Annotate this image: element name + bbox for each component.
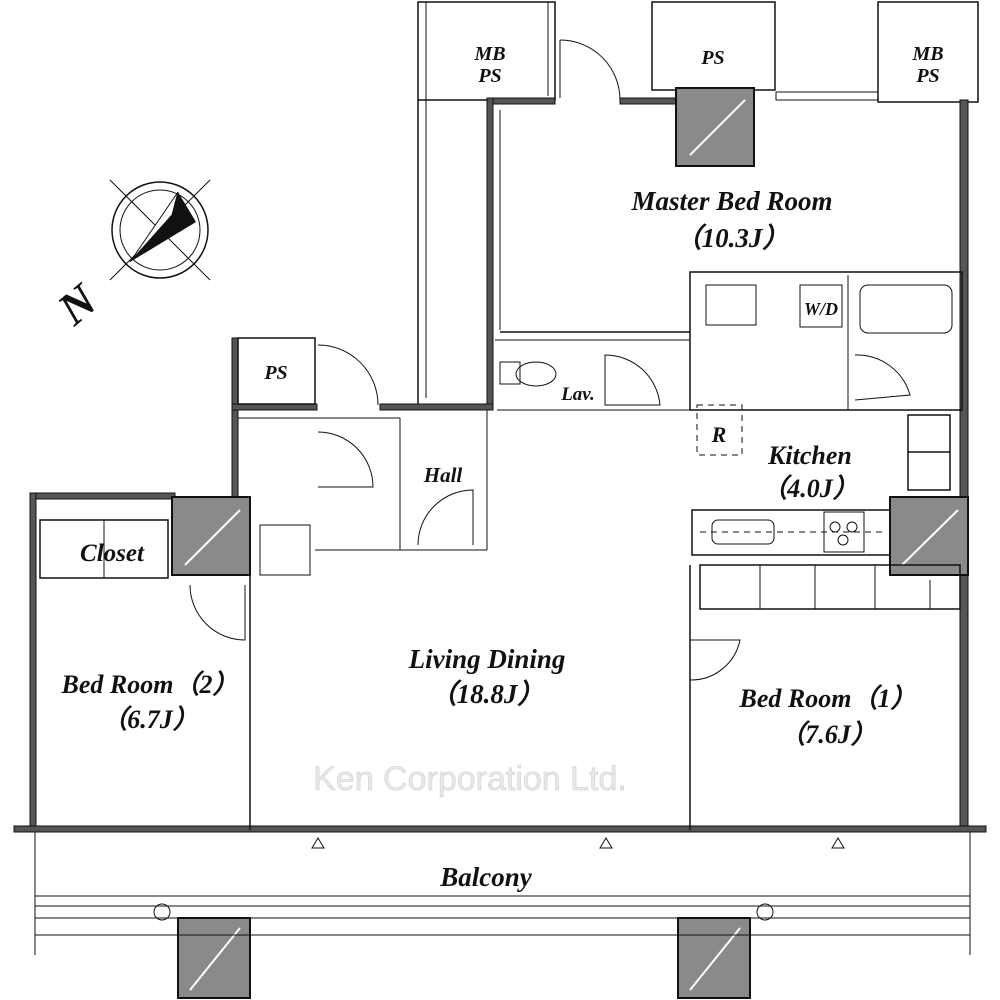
mb-label: MB: [911, 43, 943, 65]
structural-columns: [171, 87, 969, 999]
master-bed-room-size: （10.3J）: [675, 223, 790, 253]
ps-label: PS: [263, 362, 287, 384]
mb-ps-shaft-left: MB PS: [417, 1, 556, 405]
bed-room-2-label: Bed Room（2）: [61, 670, 239, 699]
closet-label: Closet: [80, 540, 145, 567]
ps-label: PS: [915, 65, 939, 87]
kitchen-label: Kitchen: [767, 441, 852, 470]
living-dining-size: （18.8J）: [430, 679, 545, 709]
bed-room-2-size: （6.7J）: [101, 705, 199, 734]
mb-label: MB: [473, 43, 505, 65]
refrigerator-label: R: [711, 422, 727, 447]
watermark: Ken Corporation Ltd.: [313, 760, 627, 798]
master-bed-room-label: Master Bed Room: [630, 186, 832, 216]
ps-label: PS: [700, 47, 724, 69]
mb-ps-shaft-right: MB PS: [877, 1, 979, 103]
lavatory-label: Lav.: [560, 384, 595, 405]
balcony-area: [34, 832, 971, 955]
interior-partitions: [39, 110, 963, 830]
balcony-label: Balcony: [439, 862, 533, 892]
living-dining-label: Living Dining: [408, 644, 566, 674]
kitchen-size: （4.0J）: [761, 474, 859, 503]
bed-room-1-size: （7.6J）: [779, 720, 877, 749]
ps-shaft-top: PS: [651, 1, 776, 91]
north-label: N: [47, 273, 107, 335]
ps-label: PS: [477, 65, 501, 87]
compass-icon: N: [47, 179, 211, 335]
walls: [13, 97, 987, 833]
hall-label: Hall: [423, 463, 463, 487]
bed-room-1-label: Bed Room（1）: [739, 684, 917, 713]
washer-dryer-label: W/D: [804, 299, 838, 319]
